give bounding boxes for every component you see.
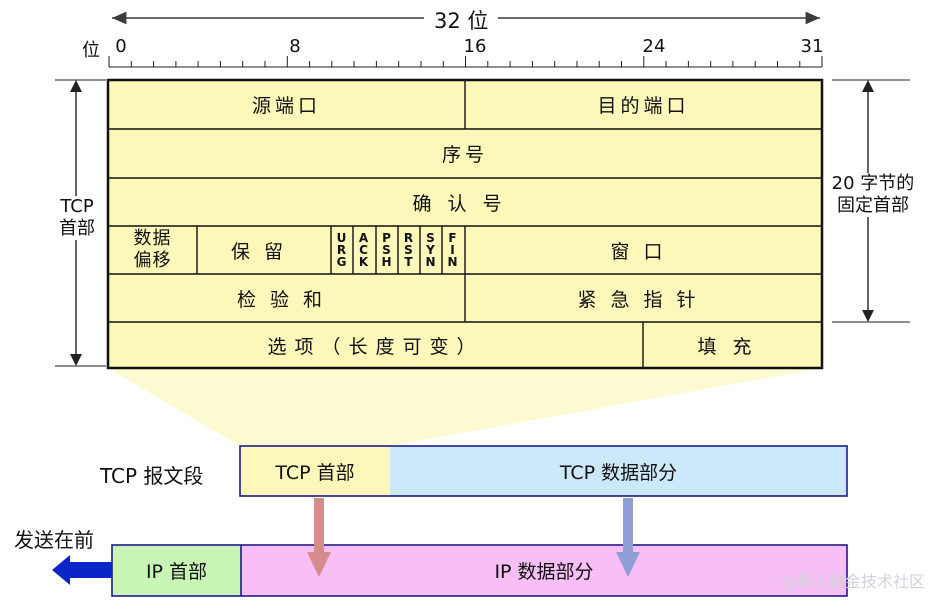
flag-rst-c2: S — [404, 242, 413, 257]
flag-urg-c2: R — [336, 242, 347, 257]
field-source-port: 源端口 — [251, 95, 321, 117]
field-sequence-number: 序号 — [441, 144, 488, 166]
bit-tick-31: 31 — [800, 36, 824, 57]
flag-psh-c2: S — [382, 242, 391, 257]
flag-syn-c1: S — [426, 230, 435, 245]
flag-fin-c3: N — [447, 254, 458, 269]
bit-tick-24: 24 — [642, 36, 666, 57]
flag-ack: A C K — [354, 227, 373, 272]
flag-psh: P S H — [377, 227, 396, 272]
flag-fin-c1: F — [448, 230, 457, 245]
flag-urg-c3: G — [336, 254, 347, 269]
field-data-offset-line2: 偏移 — [133, 250, 172, 271]
send-first-label: 发送在前 — [14, 528, 94, 552]
flag-fin-c2: I — [450, 242, 455, 257]
down-arrow-icon — [307, 498, 331, 577]
watermark: @稀土掘金技术社区 — [780, 572, 925, 591]
flag-syn-c2: Y — [426, 242, 435, 257]
field-urgent-pointer: 紧急指针 — [577, 288, 710, 311]
bit-ruler — [108, 56, 823, 68]
field-checksum: 检验和 — [236, 288, 336, 311]
flag-urg-c1: U — [336, 230, 347, 245]
header-projection — [108, 368, 822, 446]
bit-tick-0: 0 — [115, 36, 127, 57]
flag-ack-c1: A — [358, 230, 369, 245]
bit-label: 位 — [82, 40, 100, 61]
flag-rst-c1: R — [403, 230, 414, 245]
tcp-segment-header-label: TCP 首部 — [275, 461, 355, 484]
field-destination-port: 目的端口 — [597, 95, 690, 117]
ip-data-box — [241, 545, 847, 596]
fixed-header-span-arrow — [832, 79, 910, 323]
flag-ack-c2: C — [359, 242, 368, 257]
ip-header-box — [112, 545, 241, 596]
fixed-header-label: 20 字节的 固定首部 — [826, 173, 920, 217]
tcp-segment-header-box — [240, 446, 390, 496]
ip-header-label: IP 首部 — [145, 561, 208, 583]
fixed-header-label-line1: 20 字节的 — [831, 173, 915, 194]
flag-syn-c3: N — [425, 254, 436, 269]
flag-ack-c3: K — [358, 254, 369, 269]
field-reserved: 保留 — [230, 240, 297, 263]
tcp-header-label-line1: TCP — [60, 196, 94, 217]
flag-psh-c3: H — [381, 254, 392, 269]
tcp-header-table — [106, 78, 824, 370]
tcp-segment-label: TCP 报文段 — [100, 464, 204, 488]
bit-tick-8: 8 — [289, 36, 301, 57]
flag-rst: R S T — [399, 227, 418, 272]
flag-rst-c3: T — [404, 254, 413, 269]
tcp-header-label: TCP 首部 — [54, 196, 100, 240]
field-padding: 填充 — [697, 335, 768, 358]
flag-syn: S Y N — [421, 227, 440, 272]
flag-urg: U R G — [332, 227, 351, 272]
bit-width-label: 32 位 — [424, 5, 499, 35]
field-data-offset-line1: 数据 — [133, 228, 172, 249]
fixed-header-label-line2: 固定首部 — [837, 195, 909, 216]
field-data-offset: 数据 偏移 — [108, 226, 197, 274]
bit-tick-16: 16 — [463, 36, 487, 57]
flag-fin: F I N — [443, 227, 462, 272]
tcp-header-label-line2: 首部 — [59, 218, 95, 239]
tcp-segment-data-label: TCP 数据部分 — [559, 461, 678, 484]
flag-psh-c1: P — [382, 230, 391, 245]
field-window: 窗口 — [610, 240, 677, 263]
ip-data-label: IP 数据部分 — [494, 561, 594, 583]
tcp-segment-data-box — [390, 446, 847, 496]
field-options: 选项（长度可变） — [267, 335, 484, 358]
field-ack-number: 确认号 — [412, 192, 518, 215]
send-first-arrow-icon — [52, 555, 112, 585]
down-arrow-icon — [616, 498, 640, 577]
